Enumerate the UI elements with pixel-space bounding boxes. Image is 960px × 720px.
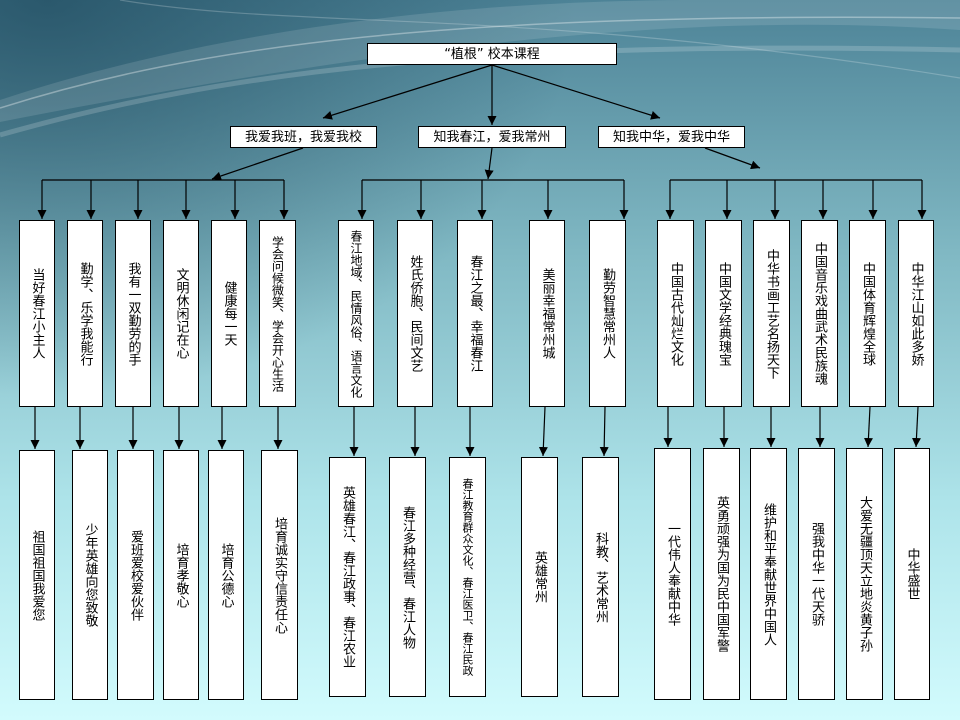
- goal-box-7: 英雄春江、春江政事、春江农业: [329, 457, 366, 697]
- branch-box-class-school: 我爱我班，我爱我校: [230, 126, 377, 148]
- connector-arrow: [211, 147, 304, 181]
- connector-arrow: [322, 64, 493, 120]
- topic-box-5: 健康每一天: [211, 220, 247, 407]
- topic-box-15: 中国音乐戏曲武术民族魂: [801, 220, 838, 407]
- topic-box-13: 中国文学经典瑰宝: [705, 220, 742, 407]
- topic-title: 中华书画工艺名扬天下: [764, 248, 779, 379]
- goal-text: 培育公德心: [218, 542, 234, 608]
- topic-box-17: 中华江山如此多娇: [898, 220, 934, 407]
- goal-box-12: 一代伟人奉献中华: [654, 448, 691, 700]
- goal-text: 科教、艺术常州: [593, 531, 608, 623]
- goal-box-14: 维护和平奉献世界中国人: [750, 448, 787, 700]
- topic-title: 学会问候微笑、学会开心生活: [270, 235, 285, 392]
- goal-box-15: 强我中华一代天骄: [798, 448, 835, 700]
- topic-box-10: 美丽幸福常州城: [529, 220, 565, 407]
- connector-arrow: [911, 406, 921, 448]
- topic-title: 健康每一天: [221, 281, 237, 346]
- topic-box-11: 勤劳智慧常州人: [589, 220, 626, 407]
- topic-title: 当好春江小主人: [29, 268, 45, 359]
- branch-box-chunjiang-changzhou: 知我春江，爱我常州: [418, 126, 566, 148]
- topic-title: 勤劳智慧常州人: [600, 268, 615, 359]
- connector-arrow: [863, 406, 873, 448]
- topic-title: 中国古代灿烂文化: [668, 261, 683, 366]
- goal-box-10: 英雄常州: [521, 457, 558, 697]
- topic-box-1: 当好春江小主人: [19, 220, 55, 407]
- goal-text: 大爱无疆顶天立地炎黄子孙: [857, 496, 872, 652]
- branch-label: 知我春江，爱我常州: [433, 129, 551, 145]
- goal-text: 春江教育群众文化、春江医卫、春江民政: [461, 478, 474, 676]
- topic-title: 中国音乐戏曲武术民族魂: [812, 242, 827, 385]
- goal-box-11: 科教、艺术常州: [582, 457, 619, 697]
- branch-box-china: 知我中华，爱我中华: [598, 126, 745, 148]
- goal-text: 维护和平奉献世界中国人: [761, 502, 776, 646]
- topic-box-6: 学会问候微笑、学会开心生活: [259, 220, 296, 407]
- connector-arrow: [538, 406, 548, 457]
- goal-box-4: 培育孝敬心: [163, 450, 199, 700]
- goal-box-9: 春江教育群众文化、春江医卫、春江民政: [449, 457, 486, 697]
- connector-arrow: [599, 406, 609, 457]
- topic-title: 勤学、乐学我能行: [77, 261, 93, 366]
- connector-arrow: [491, 64, 661, 120]
- root-box: “植根” 校本课程: [367, 43, 617, 65]
- goal-box-1: 祖国祖国我爱您: [19, 450, 55, 700]
- goal-text: 培育诚实守信责任心: [272, 516, 287, 634]
- topic-box-2: 勤学、乐学我能行: [67, 220, 103, 407]
- topic-title: 我有一双勤劳的手: [125, 261, 141, 366]
- topic-title: 美丽幸福常州城: [539, 268, 555, 359]
- topic-title: 姓氏侨胞、民间文艺: [407, 255, 423, 372]
- goal-text: 爱班爱校爱伙伴: [128, 529, 143, 621]
- topic-box-14: 中华书画工艺名扬天下: [753, 220, 790, 407]
- topic-title: 春江地域、民情风俗、语言文化: [349, 229, 363, 398]
- goal-text: 少年英雄向您致敬: [82, 523, 98, 627]
- goal-box-13: 英勇顽强为国为民中国军警: [703, 448, 740, 700]
- goal-box-5: 培育公德心: [208, 450, 244, 700]
- topic-title: 中国文学经典瑰宝: [716, 261, 731, 366]
- goal-text: 英雄常州: [532, 551, 547, 603]
- goal-box-8: 春江多种经营、春江人物: [389, 457, 426, 697]
- goal-box-17: 中华盛世: [894, 448, 930, 700]
- goal-text: 英勇顽强为国为民中国军警: [714, 496, 729, 652]
- connector-arrow: [484, 147, 494, 180]
- branch-label: 我爱我班，我爱我校: [244, 129, 362, 145]
- topic-box-9: 春江之最、幸福春江: [457, 220, 493, 407]
- goal-text: 春江多种经营、春江人物: [400, 505, 415, 649]
- topic-box-8: 姓氏侨胞、民间文艺: [397, 220, 433, 407]
- goal-text: 英雄春江、春江政事、春江农业: [340, 486, 355, 668]
- goal-box-3: 爱班爱校爱伙伴: [117, 450, 154, 700]
- topic-title: 春江之最、幸福春江: [467, 255, 483, 372]
- goal-box-2: 少年英雄向您致敬: [72, 450, 108, 700]
- goal-box-16: 大爱无疆顶天立地炎黄子孙: [846, 448, 883, 700]
- topic-title: 中国体育辉煌全球: [860, 261, 875, 366]
- topic-box-4: 文明休闲记在心: [163, 220, 199, 407]
- topic-box-12: 中国古代灿烂文化: [657, 220, 694, 407]
- goal-text: 一代伟人奉献中华: [665, 522, 680, 626]
- goal-text: 强我中华一代天骄: [809, 522, 824, 626]
- connector-arrow: [704, 147, 761, 170]
- goal-text: 培育孝敬心: [173, 542, 189, 608]
- topic-title: 文明休闲记在心: [173, 268, 189, 359]
- goal-text: 祖国祖国我爱您: [29, 529, 45, 621]
- topic-box-16: 中国体育辉煌全球: [849, 220, 886, 407]
- goal-text: 中华盛世: [904, 548, 920, 600]
- root-title: “植根” 校本课程: [444, 46, 540, 62]
- branch-label: 知我中华，爱我中华: [612, 129, 730, 145]
- topic-box-7: 春江地域、民情风俗、语言文化: [338, 220, 374, 407]
- topic-title: 中华江山如此多娇: [908, 261, 924, 366]
- goal-box-6: 培育诚实守信责任心: [261, 450, 298, 700]
- topic-box-3: 我有一双勤劳的手: [115, 220, 151, 407]
